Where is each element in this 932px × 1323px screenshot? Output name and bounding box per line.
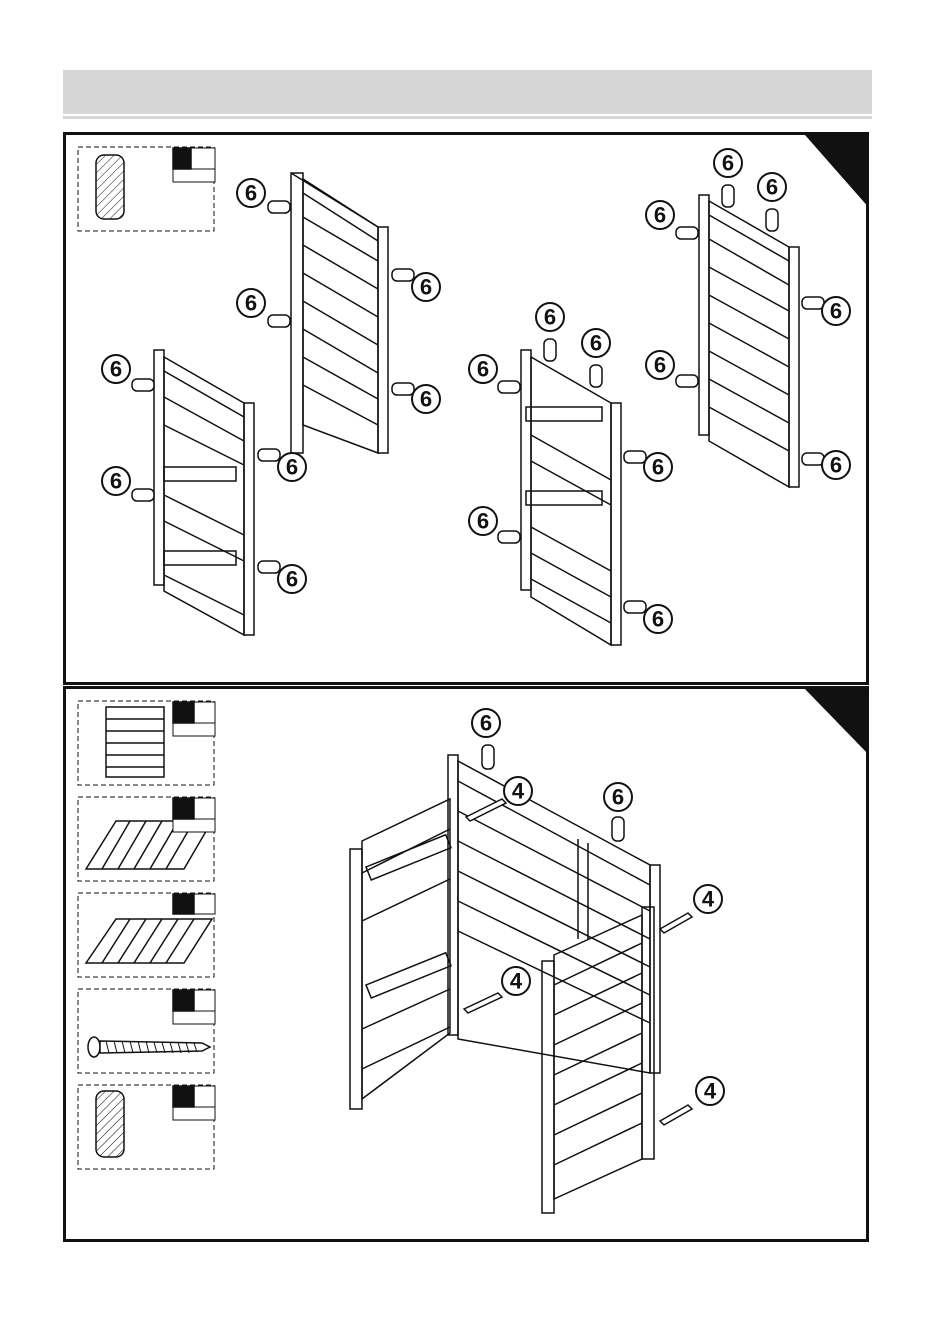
step-corner-tab xyxy=(806,689,869,757)
header-rule xyxy=(63,116,872,119)
dowel-label: 6 xyxy=(830,453,842,478)
dowel-label: 6 xyxy=(544,305,556,330)
step-2-labels: 6 6 4 4 4 4 xyxy=(480,711,717,1104)
dowel-label: 6 xyxy=(245,181,257,206)
dowel-label: 6 xyxy=(420,387,432,412)
dowel-label: 6 xyxy=(477,357,489,382)
dowel-label: 6 xyxy=(654,353,666,378)
dowel-label: 6 xyxy=(766,175,778,200)
step-2-drawing: 6 6 4 4 4 4 xyxy=(66,689,869,1242)
dowel-label: 6 xyxy=(286,567,298,592)
dowel-label: 6 xyxy=(722,151,734,176)
dowel-label: 6 xyxy=(245,291,257,316)
parts-box-panel xyxy=(78,701,215,785)
panel-a xyxy=(291,173,388,453)
step-1-panel: 6 6 6 6 6 6 6 6 6 6 6 6 6 6 6 6 6 6 6 6 xyxy=(63,132,869,685)
panel-b xyxy=(154,350,254,635)
screw-label: 4 xyxy=(512,779,525,804)
screw-label: 4 xyxy=(704,1079,717,1104)
parts-box-screw xyxy=(78,989,215,1073)
dowel-label: 6 xyxy=(654,203,666,228)
dowel-label: 6 xyxy=(590,331,602,356)
assembly-front-panel xyxy=(542,907,654,1213)
dowel-label: 6 xyxy=(480,711,492,736)
step-corner-tab xyxy=(806,135,869,210)
dowel-label: 6 xyxy=(612,785,624,810)
assembly-left-panel xyxy=(350,799,451,1109)
step-1-drawing: 6 6 6 6 6 6 6 6 6 6 6 6 6 6 6 6 6 6 6 6 xyxy=(66,135,869,685)
dowel-label: 6 xyxy=(830,299,842,324)
dowel-label: 6 xyxy=(110,469,122,494)
dowel-label: 6 xyxy=(652,455,664,480)
panel-c xyxy=(521,350,621,645)
parts-box-slat-frame xyxy=(78,797,215,881)
screw-label: 4 xyxy=(510,969,523,994)
parts-box-dowel xyxy=(78,1085,215,1169)
parts-box-slat-panel xyxy=(78,893,215,977)
label-circles xyxy=(472,709,724,1105)
parts-box-dowel xyxy=(78,147,215,231)
dowel-label: 6 xyxy=(110,357,122,382)
panel-d xyxy=(699,195,799,487)
header-bar xyxy=(63,70,872,114)
dowel-label: 6 xyxy=(477,509,489,534)
step-2-panel: 6 6 4 4 4 4 xyxy=(63,686,869,1242)
dowel-label: 6 xyxy=(420,275,432,300)
dowel-label: 6 xyxy=(652,607,664,632)
dowel-label: 6 xyxy=(286,455,298,480)
screw-label: 4 xyxy=(702,887,715,912)
